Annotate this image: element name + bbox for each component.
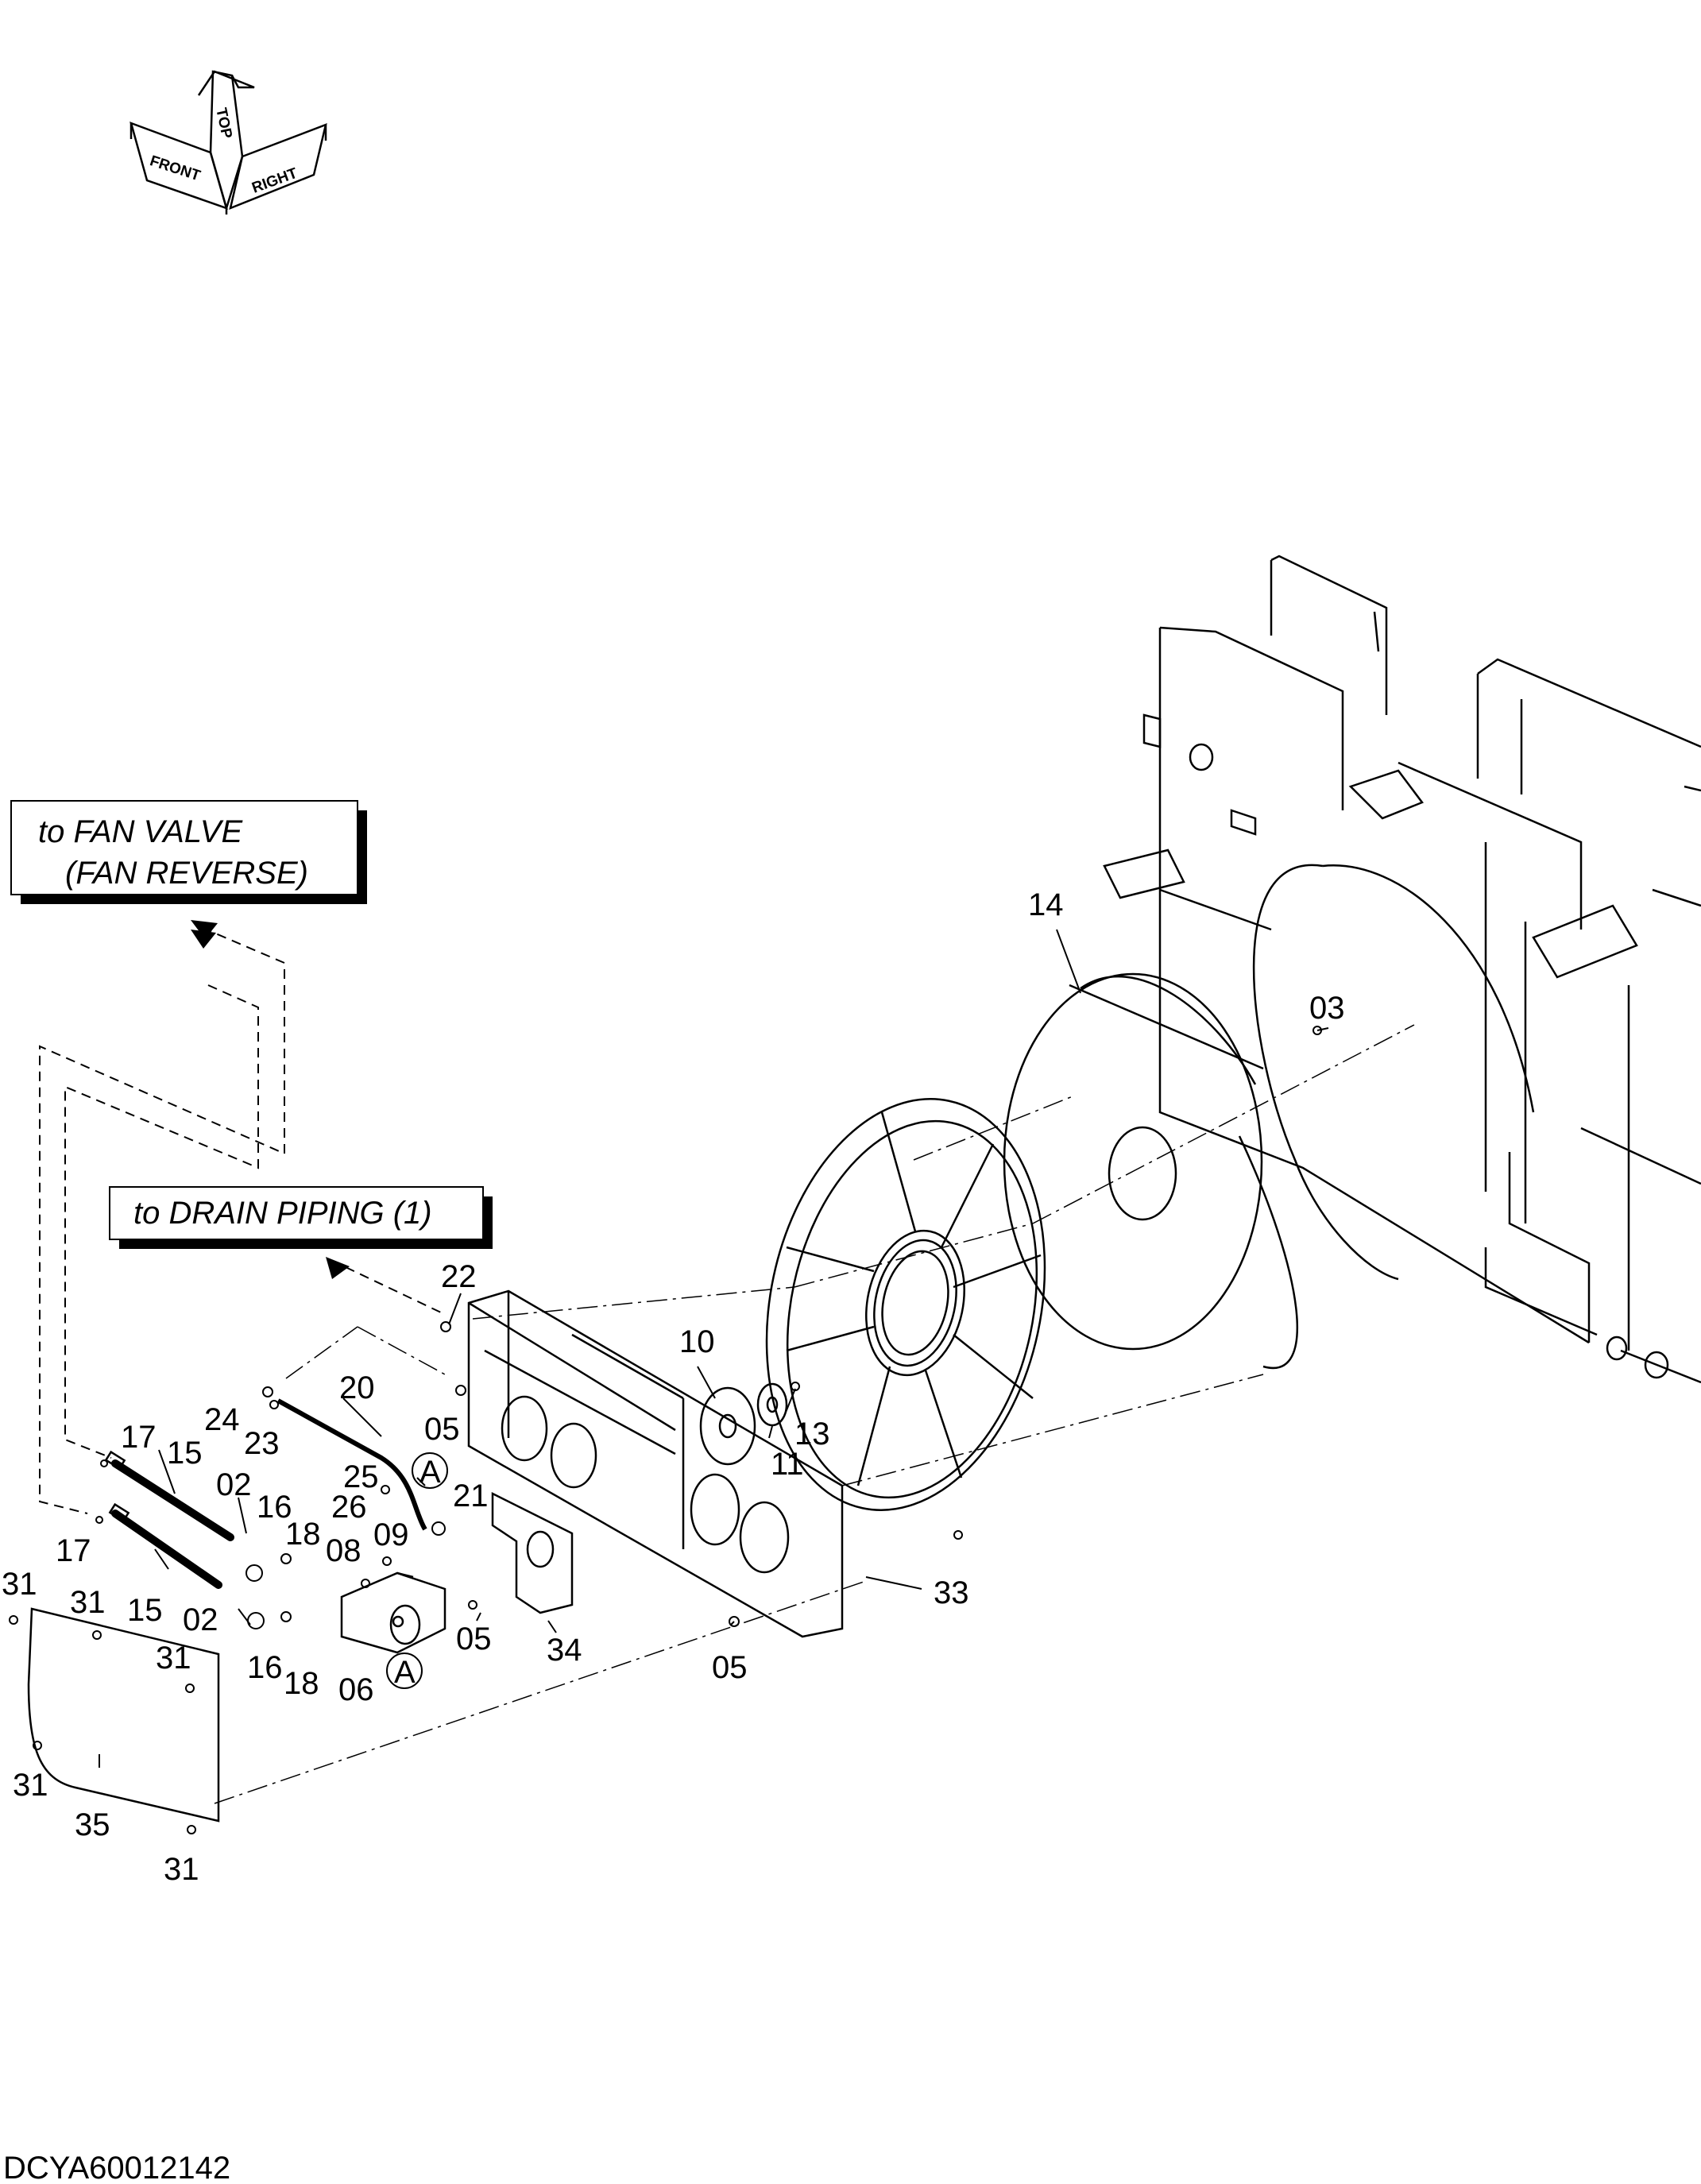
label-26: 26 [331, 1490, 367, 1525]
orientation-right-label: RIGHT [249, 165, 300, 197]
orientation-indicator [130, 70, 327, 215]
fan-plate-part-10 [699, 1386, 756, 1466]
cover-plate-part-35 [27, 1607, 220, 1823]
drain-piping-callout-text: to DRAIN PIPING (1) [133, 1196, 432, 1231]
drain-piping-callout: to DRAIN PIPING (1) [109, 1186, 493, 1249]
label-08: 08 [326, 1533, 361, 1568]
label-33: 33 [934, 1575, 969, 1610]
label-15-upper: 15 [167, 1436, 203, 1471]
label-05-top: 05 [424, 1412, 460, 1447]
label-14: 14 [1028, 887, 1064, 922]
label-18-lower: 18 [284, 1666, 319, 1701]
label-24: 24 [204, 1402, 240, 1437]
arrow-fan-valve [191, 930, 216, 949]
hardware-items [9, 1026, 1322, 1834]
label-13: 13 [794, 1417, 830, 1451]
label-17-upper: 17 [121, 1420, 157, 1455]
label-31-bottom: 31 [164, 1852, 199, 1887]
fan-valve-callout-line2: (FAN REVERSE) [65, 856, 308, 891]
fan-valve-callout: to FAN VALVE (FAN REVERSE) [10, 800, 367, 904]
leader-lines [99, 929, 1329, 1768]
label-22: 22 [441, 1259, 477, 1294]
label-10: 10 [679, 1324, 715, 1359]
label-11: 11 [771, 1447, 804, 1482]
drain-hose-part-20 [276, 1398, 427, 1531]
label-05-mid: 05 [456, 1622, 492, 1656]
label-09: 09 [373, 1517, 409, 1552]
orientation-top-label: TOP [212, 106, 235, 141]
label-35: 35 [75, 1807, 110, 1842]
label-34: 34 [547, 1633, 582, 1668]
bracket-part-33 [467, 1289, 844, 1638]
label-31-left: 31 [70, 1585, 106, 1620]
label-20: 20 [339, 1370, 375, 1405]
hose-part-15-lower [108, 1502, 222, 1589]
fan-valve-callout-line1: to FAN VALVE [38, 814, 243, 849]
bracket-part-34 [491, 1491, 574, 1614]
label-18-upper: 18 [285, 1517, 321, 1552]
label-17-lower: 17 [56, 1533, 91, 1568]
label-25: 25 [343, 1459, 379, 1494]
drawing-code: DCYA60012142 [3, 2151, 230, 2184]
ref-marker-a-lower: A [386, 1652, 423, 1690]
radiator-face [1252, 864, 1535, 1281]
label-15-lower: 15 [127, 1593, 163, 1628]
arrow-drain-piping [326, 1257, 350, 1279]
label-16-upper: 16 [257, 1490, 292, 1525]
label-21: 21 [453, 1479, 489, 1513]
label-31-top-left: 31 [2, 1567, 37, 1602]
fan-guard [765, 1098, 1046, 1511]
adaptor-part-11 [756, 1382, 788, 1427]
label-06: 06 [338, 1672, 374, 1707]
flow-arrows [191, 920, 350, 1279]
label-31-mid: 31 [156, 1641, 191, 1676]
label-16-lower: 16 [247, 1650, 283, 1685]
orientation-front-label: FRONT [148, 153, 203, 184]
hydraulic-motor-part-06 [340, 1571, 447, 1654]
label-02-lower: 02 [183, 1602, 218, 1637]
ref-marker-a-upper: A [412, 1452, 448, 1490]
label-31-bottom-left: 31 [13, 1768, 48, 1803]
machine-frame [1103, 555, 1701, 1384]
ref-marker-a-lower-text: A [394, 1655, 416, 1690]
label-05-bottom: 05 [712, 1650, 748, 1685]
ref-marker-a-upper-text: A [419, 1455, 441, 1490]
label-02-upper: 02 [216, 1467, 252, 1502]
label-03: 03 [1309, 991, 1345, 1026]
part-labels: 14 03 22 10 13 11 20 24 23 05 17 15 25 2… [2, 887, 1345, 1887]
hose-routing-lines [39, 927, 442, 1514]
label-23: 23 [244, 1426, 280, 1461]
alignment-lines [214, 1024, 1415, 1804]
fan-shroud-part-14 [1003, 972, 1299, 1370]
hose-part-15-upper [104, 1450, 234, 1541]
